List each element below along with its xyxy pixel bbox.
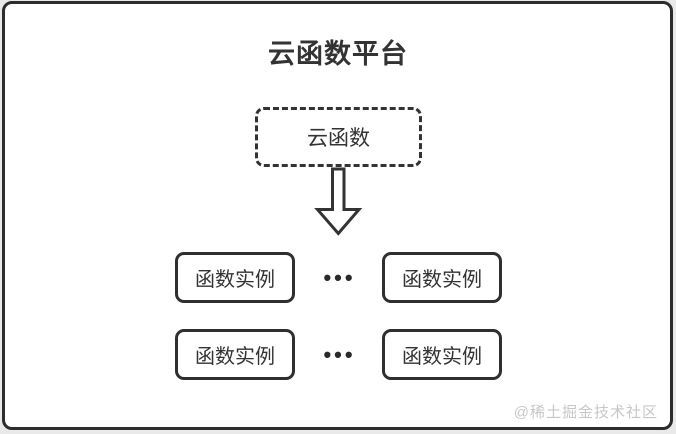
watermark: @稀土掘金技术社区 [513,404,658,421]
diagram-title: 云函数平台 [268,39,408,69]
function-instance-label: 函数实例 [402,346,482,368]
ellipsis-icon: ••• [323,264,356,290]
down-arrow-icon [314,167,363,237]
function-instance-label: 函数实例 [195,269,275,291]
cloud-function-label: 云函数 [307,127,370,150]
function-instance-box: 函数实例 [175,252,295,303]
cloud-function-box: 云函数 [255,107,422,167]
function-instance-box: 函数实例 [382,329,502,380]
function-instance-label: 函数实例 [402,269,482,291]
function-instance-box: 函数实例 [382,252,502,303]
down-arrow-shape [314,167,363,236]
function-instance-label: 函数实例 [195,346,275,368]
ellipsis-icon: ••• [323,341,356,367]
function-instance-box: 函数实例 [175,329,295,380]
